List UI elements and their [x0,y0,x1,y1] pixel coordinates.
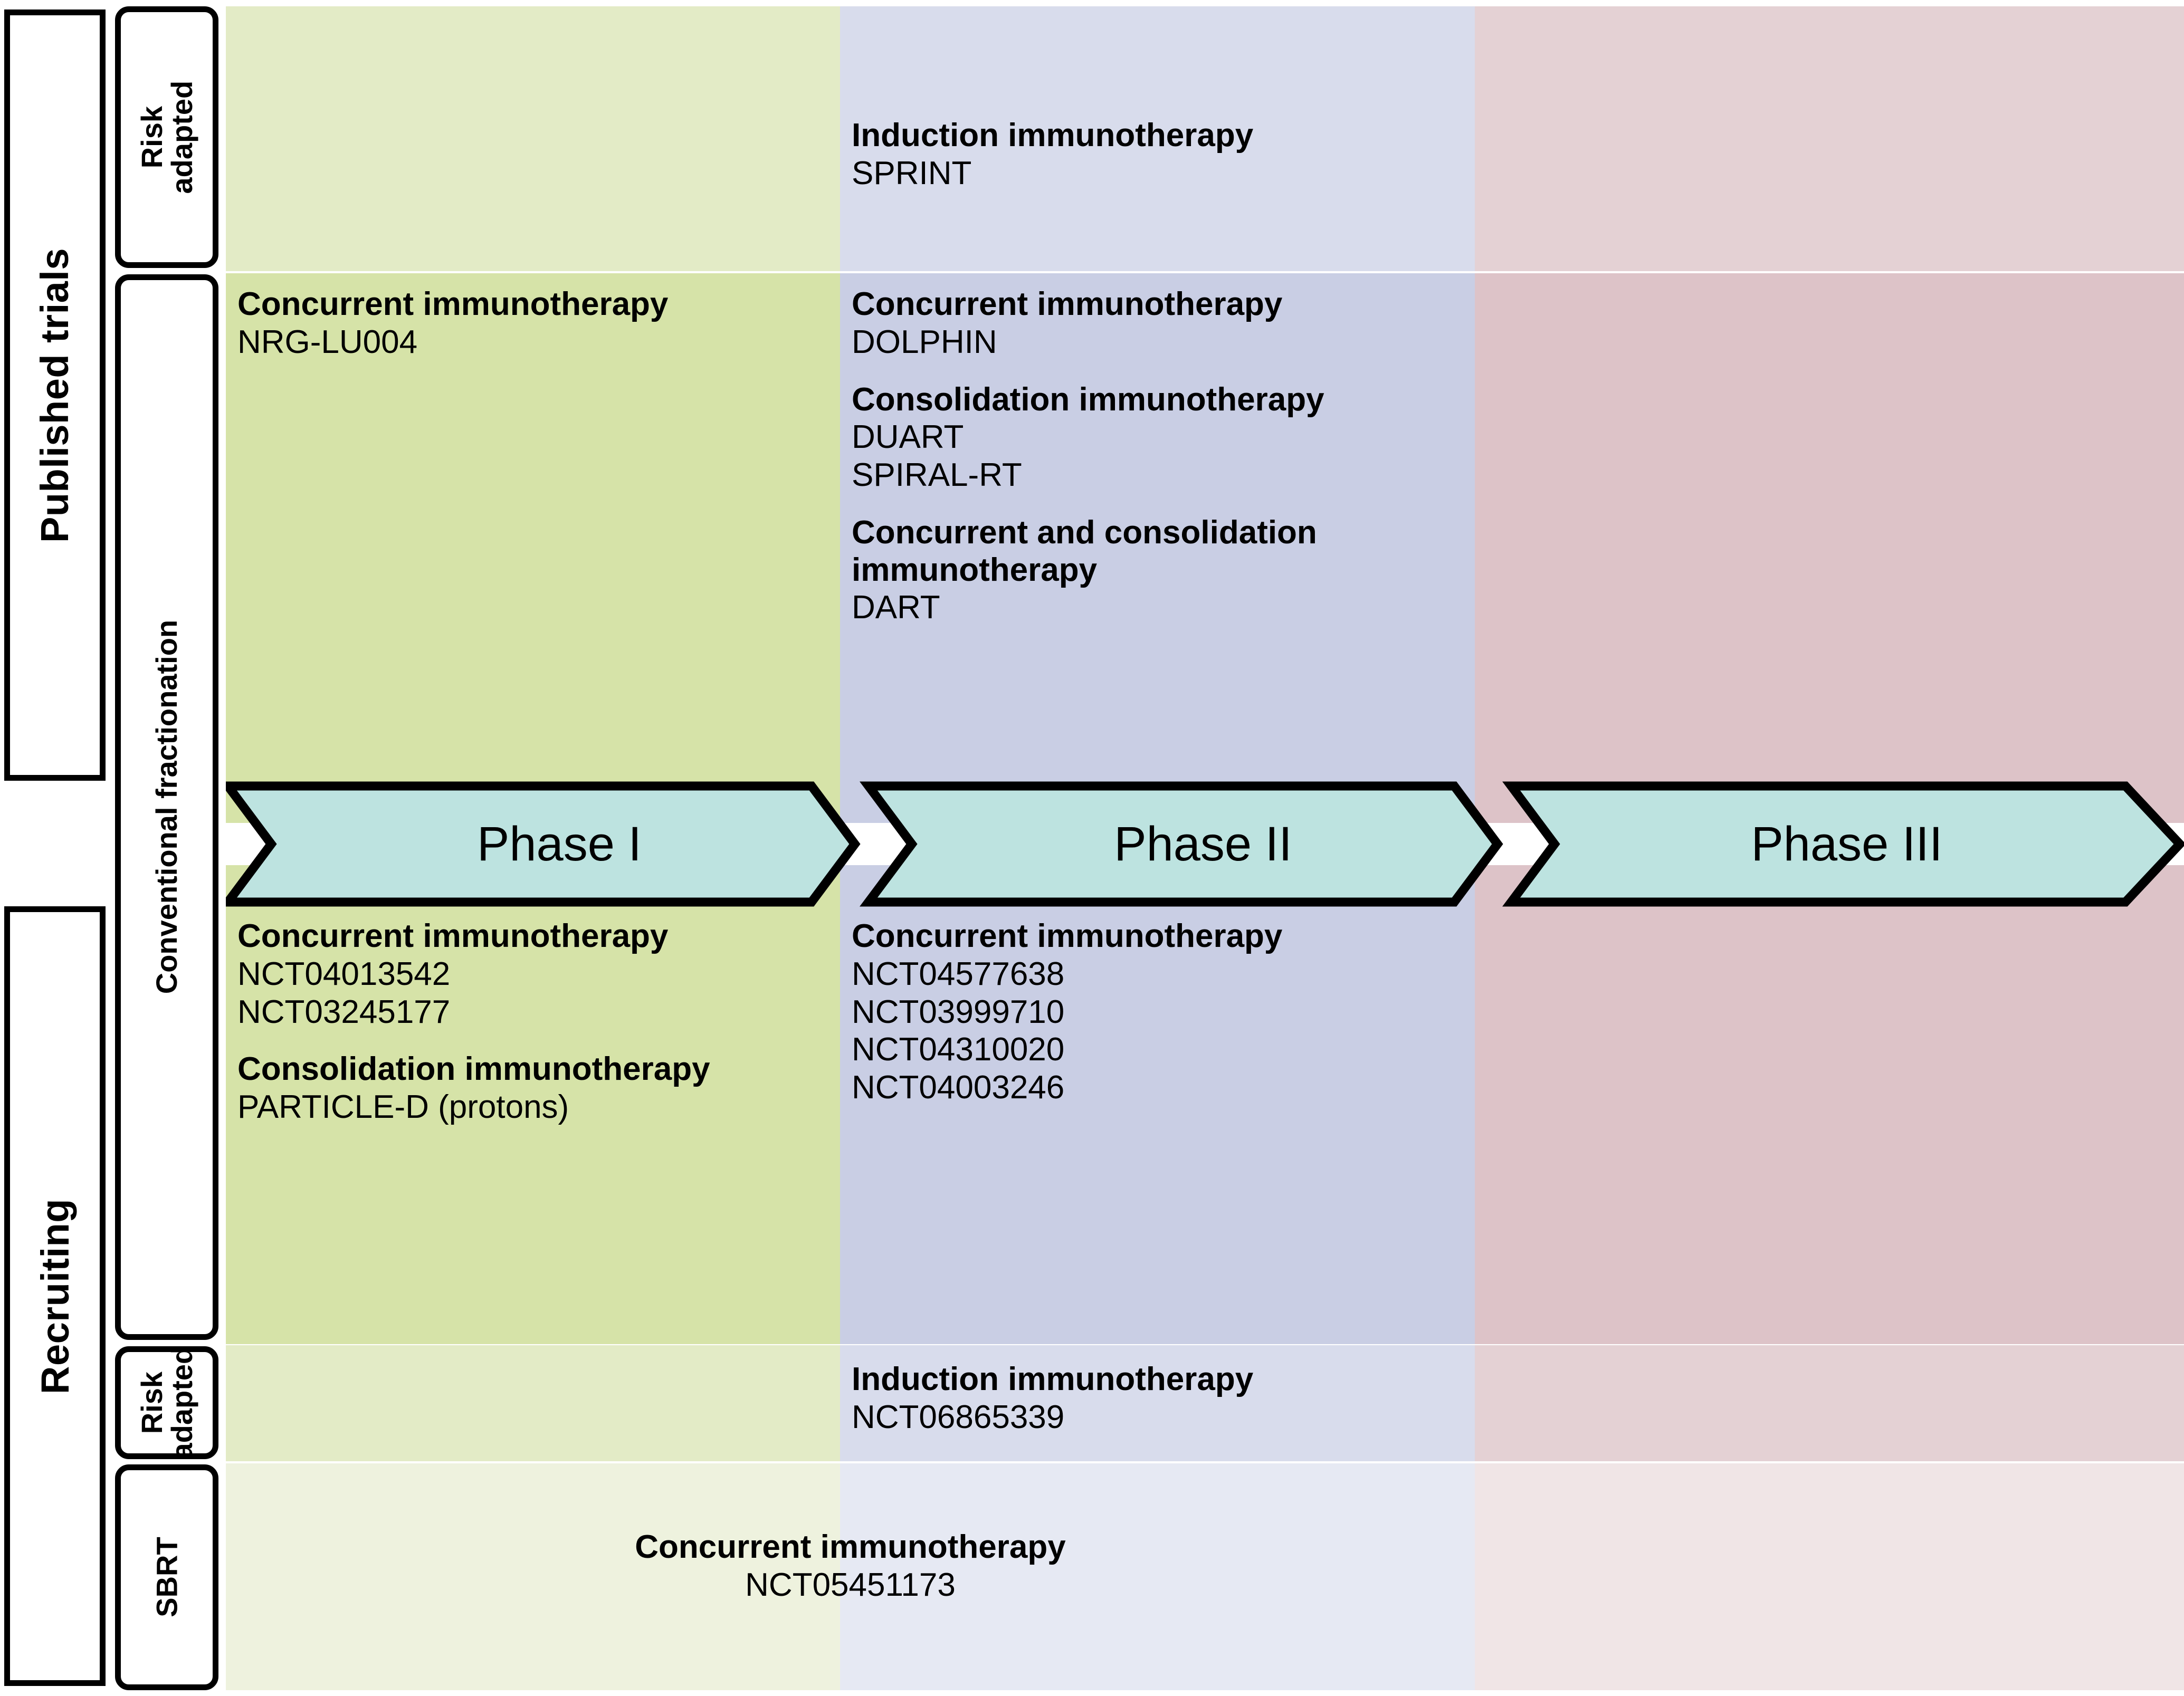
trial-group-heading: Concurrent immunotherapy [237,286,669,322]
trial-name: NCT03245177 [237,993,451,1030]
trial-name: NCT04003246 [852,1069,1065,1106]
status-label-published-trials: Published trials [4,9,106,781]
trial-name: SPRINT [852,155,972,191]
cell-recruiting-conventional-phase3 [1475,865,2184,1344]
cell-recruiting-sbrt-phase1 [226,1463,840,1690]
phase-2-label: Phase II [1114,817,1292,871]
technique-label-text: SBRT [150,1537,184,1618]
trial-name: NRG-LU004 [237,323,418,360]
cell-recruiting-risk-phase1 [226,1345,840,1461]
trial-name: DOLPHIN [852,323,997,360]
group-spacer [852,361,1463,381]
trial-name: NCT04310020 [852,1031,1065,1068]
trial-group-heading: Concurrent immunotherapy [852,918,1283,954]
group-spacer [852,494,1463,514]
cell-published-risk-phase1 [226,6,840,271]
trial-name: PARTICLE-D (protons) [237,1089,569,1126]
trial-group-heading: Concurrent immunotherapy [237,918,669,954]
cell-recruiting-sbrt-phase3 [1475,1463,2184,1690]
cell-published-conventional-phase3 [1475,273,2184,823]
trial-name: NCT04577638 [852,955,1065,992]
phase-1-label: Phase I [477,817,642,871]
technique-label-text: Conventional fractionation [150,620,184,994]
trial-name: NCT03999710 [852,993,1065,1030]
phase-3-label: Phase III [1751,817,1943,871]
trial-group-heading: Induction immunotherapy [852,1361,1254,1397]
trial-name: NCT06865339 [852,1398,1065,1435]
trial-name: NCT05451173 [745,1566,956,1603]
cell-recruiting-risk-phase3 [1475,1345,2184,1461]
technique-label-text: Risk adapted [135,1346,199,1460]
technique-label-risk-adapted-recruiting: Risk adapted [115,1346,218,1459]
trial-name: SPIRAL-RT [852,457,1022,494]
trial-group-heading: Concurrent immunotherapy [635,1529,1066,1565]
trial-name: DUART [852,419,964,456]
trial-group-heading: Induction immunotherapy [852,117,1254,154]
trial-group-heading: Consolidation immunotherapy [237,1051,710,1088]
trial-name: DART [852,589,940,626]
technique-label-conventional-fractionation: Conventional fractionation [115,274,218,1340]
trial-name: NCT04013542 [237,955,451,992]
trial-group-heading: Concurrent immunotherapy [852,286,1283,322]
cell-recruiting-sbrt-phase2 [840,1463,1475,1690]
cell-published-risk-phase3 [1475,6,2184,271]
trial-group-heading: Concurrent and consolidation immunothera… [852,514,1317,588]
technique-label-text: Risk adapted [135,80,199,194]
technique-label-sbrt: SBRT [115,1464,218,1690]
group-spacer [237,1031,828,1051]
status-label-recruiting: Recruiting [4,906,106,1686]
trial-group-heading: Consolidation immunotherapy [852,381,1324,418]
status-label-text: Recruiting [33,1198,77,1394]
technique-label-risk-adapted-published: Risk adapted [115,6,218,268]
status-label-text: Published trials [33,247,77,543]
